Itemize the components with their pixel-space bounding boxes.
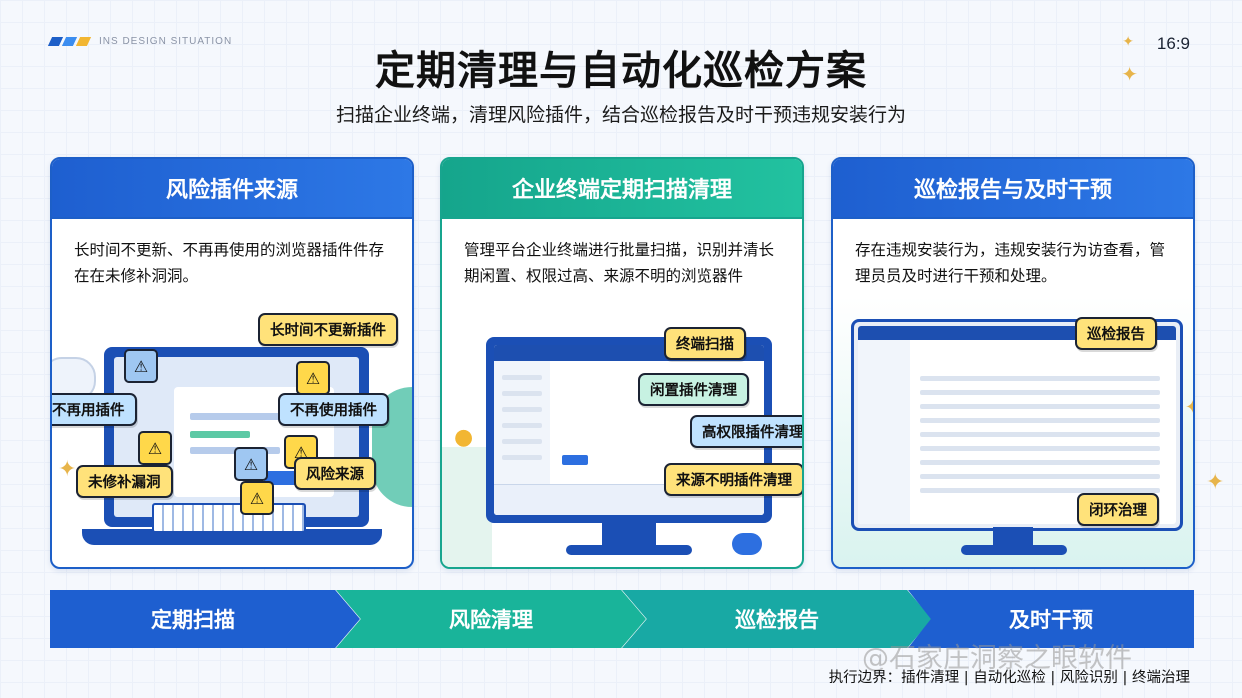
card-inspection-report: 巡检报告与及时干预 存在违规安装行为，违规安装行为访查看，管理员员及时进行干预和… bbox=[831, 157, 1195, 569]
plant-pot bbox=[442, 447, 492, 567]
monitor-display bbox=[858, 326, 1176, 524]
warning-icon: ⚠ bbox=[138, 431, 172, 465]
location-pin-icon: ● bbox=[454, 425, 474, 450]
table-row bbox=[920, 474, 1160, 479]
aspect-ratio-label: 16:9 bbox=[1156, 34, 1190, 53]
tag-risk-source: 风险来源 bbox=[294, 457, 376, 490]
table-row bbox=[920, 390, 1160, 395]
card-risk-sources: 风险插件来源 长时间不更新、不再再使用的浏览器插件件存在在未修补洞洞。 ⚠ ⚠ … bbox=[50, 157, 414, 569]
tag-terminal-scan: 终端扫描 bbox=[664, 327, 746, 360]
card-description: 管理平台企业终端进行批量扫描，识别并清长期闲置、权限过高、来源不明的浏览器件 bbox=[464, 241, 775, 285]
tag-inspection-report: 巡检报告 bbox=[1075, 317, 1157, 350]
sidebar-row bbox=[502, 423, 542, 428]
flow-step-label: 风险清理 bbox=[449, 608, 533, 632]
table-row bbox=[920, 432, 1160, 437]
card-header: 巡检报告与及时干预 bbox=[833, 159, 1193, 219]
warning-icon: ⚠ bbox=[234, 447, 268, 481]
monitor-neck bbox=[993, 527, 1033, 547]
dialog-line bbox=[190, 431, 250, 438]
brand-logo: INS DESIGN SITUATION bbox=[47, 36, 233, 47]
tag-unknown-source-cleanup: 来源不明插件清理 bbox=[664, 463, 802, 496]
table-row bbox=[920, 446, 1160, 451]
sidebar-row bbox=[502, 375, 542, 380]
table-row bbox=[920, 460, 1160, 465]
brand-text: INS DESIGN SITUATION bbox=[99, 36, 233, 47]
watermark: @石家庄洞察之眼软件 bbox=[862, 643, 1132, 674]
sidebar-row bbox=[502, 407, 542, 412]
warning-icon: ⚠ bbox=[124, 349, 158, 383]
sparkle-icon: ✦ bbox=[58, 457, 77, 482]
illustration-laptop: ⚠ ⚠ ⚠ ⚠ ⚠ ⚠ ✦ 长时间不更新插件 不再用插件 不再使用插件 未修补漏… bbox=[52, 297, 412, 567]
monitor-stand bbox=[566, 545, 692, 555]
sparkle-icon: ✦ bbox=[1122, 34, 1134, 50]
warning-icon: ⚠ bbox=[240, 481, 274, 515]
warning-icon: ⚠ bbox=[296, 361, 330, 395]
sidebar-row bbox=[502, 455, 542, 460]
flow-step-cleanup: 风险清理 bbox=[336, 590, 646, 648]
tag-high-permission-cleanup: 高权限插件清理 bbox=[690, 415, 802, 448]
sidebar-row bbox=[502, 391, 542, 396]
process-flow: 定期扫描 风险清理 巡检报告 及时干预 bbox=[50, 590, 1194, 648]
sparkle-icon: ✦ bbox=[1185, 397, 1193, 418]
card-description: 存在违规安装行为，违规安装行为访查看，管理员员及时进行干预和处理。 bbox=[855, 241, 1166, 285]
tag-closed-loop: 闭环治理 bbox=[1077, 493, 1159, 526]
page-title: 定期清理与自动化巡检方案 bbox=[375, 48, 867, 94]
dialog-line bbox=[190, 413, 300, 420]
mouse-icon bbox=[732, 533, 762, 555]
card-description: 长时间不更新、不再再使用的浏览器插件件存在在未修补洞洞。 bbox=[74, 241, 385, 285]
monitor-neck bbox=[602, 523, 656, 547]
keyboard bbox=[152, 503, 306, 533]
laptop-base bbox=[82, 529, 382, 545]
table-row bbox=[920, 404, 1160, 409]
sparkle-icon: ✦ bbox=[1206, 470, 1225, 495]
card-title: 企业终端定期扫描清理 bbox=[511, 178, 732, 203]
flow-step-label: 及时干预 bbox=[1009, 608, 1093, 632]
sparkle-icon: ✦ bbox=[1121, 62, 1138, 86]
tag-unpatched-vuln: 未修补漏洞 bbox=[76, 465, 173, 498]
illustration-monitor: ● 终端扫描 闲置插件清理 高权限插件清理 来源不明插件清理 bbox=[442, 297, 802, 567]
flow-step-report: 巡检报告 bbox=[622, 590, 932, 648]
card-title: 风险插件来源 bbox=[165, 178, 298, 203]
flow-step-label: 巡检报告 bbox=[735, 608, 819, 632]
flow-step-label: 定期扫描 bbox=[151, 608, 235, 632]
tag-unused-plugin: 不再用插件 bbox=[52, 393, 137, 426]
card-header: 企业终端定期扫描清理 bbox=[442, 159, 802, 219]
app-button bbox=[562, 455, 588, 465]
card-title: 巡检报告与及时干预 bbox=[913, 178, 1112, 203]
table-row bbox=[920, 488, 1160, 493]
table-row bbox=[920, 418, 1160, 423]
table-row bbox=[920, 376, 1160, 381]
page-subtitle: 扫描企业终端，清理风险插件，结合巡检报告及时干预违规安装行为 bbox=[335, 104, 906, 126]
card-terminal-scan: 企业终端定期扫描清理 管理平台企业终端进行批量扫描，识别并清长期闲置、权限过高、… bbox=[440, 157, 804, 569]
sidebar-row bbox=[502, 439, 542, 444]
monitor-stand bbox=[961, 545, 1067, 555]
flow-step-intervene: 及时干预 bbox=[908, 590, 1194, 648]
flow-step-scan: 定期扫描 bbox=[50, 590, 360, 648]
tag-idle-plugin-cleanup: 闲置插件清理 bbox=[638, 373, 749, 406]
card-header: 风险插件来源 bbox=[52, 159, 412, 219]
illustration-report-monitor: ✦ 巡检报告 闭环治理 bbox=[833, 297, 1193, 567]
tag-outdated-plugin: 长时间不更新插件 bbox=[258, 313, 398, 346]
app-sidebar bbox=[858, 340, 910, 524]
footer-scope: 执行边界：插件清理 | 自动化巡检 | 风险识别 | 终端治理 bbox=[828, 670, 1190, 686]
tag-unused-plugin-2: 不再使用插件 bbox=[278, 393, 389, 426]
